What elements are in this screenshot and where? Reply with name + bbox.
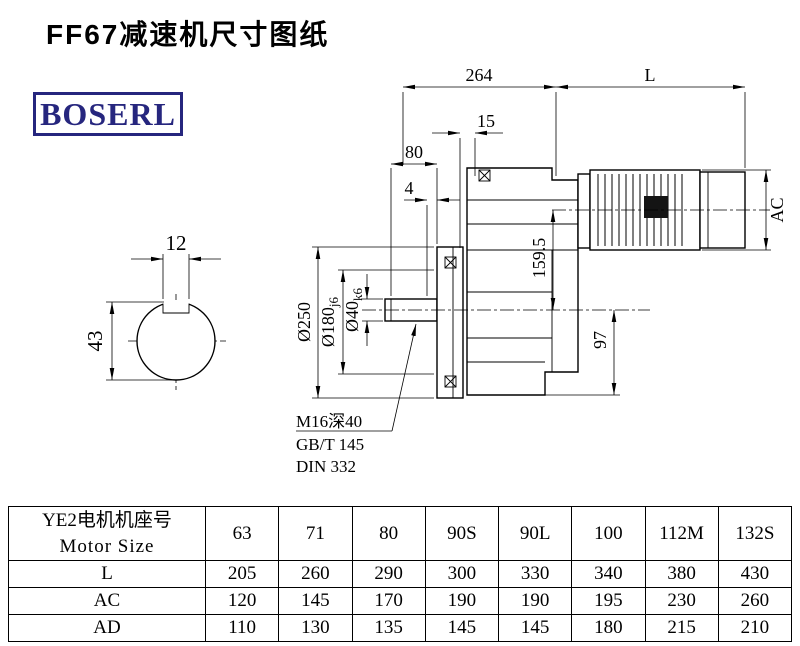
table-cell: 170 (351, 587, 426, 615)
size-col-header: 63 (204, 506, 280, 561)
motor-terminal-box (644, 196, 668, 218)
bolt-hole-marks (444, 169, 491, 388)
size-col-header: 90L (497, 506, 573, 561)
dia-40-label: Ø40k6 (342, 288, 365, 333)
table-cell: 340 (571, 560, 646, 588)
motor-size-header-en: Motor Size (59, 535, 155, 557)
table-cell: 190 (497, 587, 573, 615)
size-col-header: 71 (278, 506, 353, 561)
dia-250-label: Ø250 (294, 302, 314, 342)
size-col-header: 112M (644, 506, 719, 561)
brand-text: BOSERL (40, 95, 176, 132)
table-cell: 380 (644, 560, 719, 588)
centerlines (362, 209, 770, 311)
table-cell: 180 (571, 614, 646, 642)
motor-size-header-cn: YE2电机机座号 (42, 509, 172, 531)
table-cell: 260 (278, 560, 353, 588)
din-standard-note: DIN 332 (296, 457, 356, 476)
technical-drawing: 264 L 15 80 4 AC Ø250 Ø180j6 Ø40k6 159.5… (83, 65, 787, 476)
table-row-ac: AC 120 145 170 190 190 195 230 260 (8, 587, 793, 615)
row-label: AD (8, 614, 206, 642)
gb-standard-note: GB/T 145 (296, 435, 364, 454)
table-cell: 330 (497, 560, 573, 588)
table-cell: 210 (717, 614, 793, 642)
brand-logo: BOSERL (33, 92, 183, 136)
dim-264-label: 264 (466, 65, 493, 85)
table-cell: 195 (571, 587, 646, 615)
table-cell: 110 (204, 614, 280, 642)
table-cell: 430 (717, 560, 793, 588)
table-row-l: L 205 260 290 300 330 340 380 430 (8, 560, 793, 588)
size-col-header: 90S (424, 506, 500, 561)
dia-180-label: Ø180j6 (318, 296, 341, 347)
table-cell: 130 (278, 614, 353, 642)
dim-12-label: 12 (166, 231, 187, 255)
table-cell: 205 (204, 560, 280, 588)
page-title: FF67减速机尺寸图纸 (46, 19, 330, 50)
table-cell: 260 (717, 587, 793, 615)
table-cell: 145 (497, 614, 573, 642)
size-col-header: 132S (717, 506, 793, 561)
dimension-lines (296, 84, 771, 432)
table-cell: 120 (204, 587, 280, 615)
table-cell: 190 (424, 587, 500, 615)
reducer-side-view (384, 167, 746, 399)
dim-43-label: 43 (83, 331, 107, 352)
dim-159-label: 159.5 (529, 238, 549, 279)
size-col-header: 100 (571, 506, 646, 561)
dimension-labels: 264 L 15 80 4 AC Ø250 Ø180j6 Ø40k6 159.5… (83, 65, 787, 476)
table-cell: 290 (351, 560, 426, 588)
dim-15-label: 15 (477, 111, 495, 131)
size-col-header: 80 (351, 506, 426, 561)
dim-4-label: 4 (405, 178, 414, 198)
table-cell: 300 (424, 560, 500, 588)
table-header-row: YE2电机机座号 Motor Size 63 71 80 90S 90L 100… (8, 506, 793, 561)
shaft-end-view (106, 254, 226, 390)
table-cell: 135 (351, 614, 426, 642)
dim-97-label: 97 (590, 331, 610, 349)
table-cell: 230 (644, 587, 719, 615)
table-cell: 145 (278, 587, 353, 615)
dim-ac-label: AC (767, 197, 787, 222)
motor-size-header: YE2电机机座号 Motor Size (8, 506, 206, 561)
dimension-table: YE2电机机座号 Motor Size 63 71 80 90S 90L 100… (8, 506, 793, 642)
dim-80-label: 80 (405, 142, 423, 162)
row-label: AC (8, 587, 206, 615)
row-label: L (8, 560, 206, 588)
thread-note: M16深40 (296, 412, 362, 431)
dim-l-label: L (645, 65, 656, 85)
table-row-ad: AD 110 130 135 145 145 180 215 210 (8, 614, 793, 642)
table-cell: 145 (424, 614, 500, 642)
table-cell: 215 (644, 614, 719, 642)
